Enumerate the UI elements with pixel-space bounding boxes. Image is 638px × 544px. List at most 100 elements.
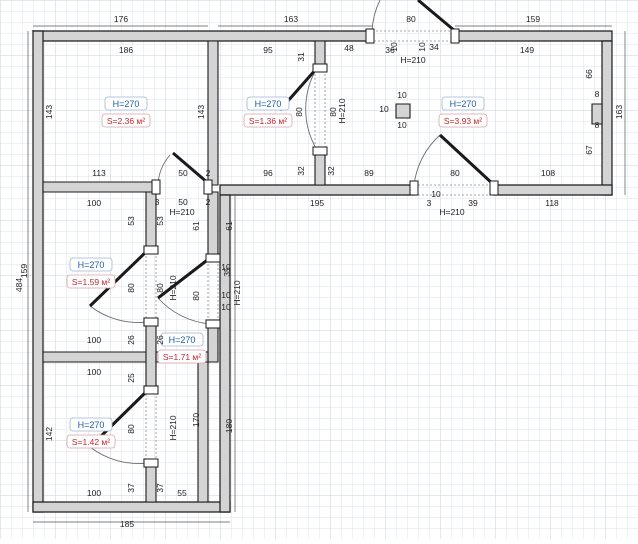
door-leaf-right [438,133,496,187]
dimension-label: 143 [44,105,54,119]
door-leaf-corridor [172,151,209,185]
dimension-label: 10 [389,42,399,52]
dimension-label: 176 [114,14,128,24]
opening-height-label: H=210 [169,207,195,217]
door-leaf-left-mid [88,248,150,308]
area-badge [438,113,488,128]
dimension-label: 80 [328,107,338,117]
jamb [312,63,328,73]
area-badge [66,434,116,449]
dimension-label: 26 [126,335,136,345]
wall-top-right [454,30,613,42]
dimension-label: 80 [294,107,304,117]
wall-stub-right [591,103,603,125]
wall-inner-v3b [145,321,157,391]
dimension-label: 50 [178,168,188,178]
dimension-label: 37 [155,483,165,493]
height-badge [69,417,113,432]
wall-left [32,30,44,513]
jamb [151,179,161,195]
opening-height-label: H=210 [337,98,347,124]
wall-right-bottom [219,184,415,196]
area-badge [101,113,151,128]
dimension-label: 118 [545,198,559,208]
dimension-label: 80 [191,291,201,301]
dimension-label: 100 [87,198,101,208]
dimension-label: 113 [92,168,106,178]
dimension-label: 61 [191,221,201,231]
dimension-label: 53 [126,216,136,226]
dimension-label: 61 [224,221,234,231]
jamb [489,180,499,196]
wall-inner-v5 [197,361,209,503]
dimension-label: 31 [296,52,306,62]
dimension-label: 80 [126,283,136,293]
dimension-label: 142 [44,427,54,441]
door-swing-right [413,134,441,186]
dimension-label: 35 [222,267,232,277]
area-badge [66,274,116,289]
dimension-label: 10 [221,290,231,300]
height-badge [104,96,148,111]
dimension-label: 48 [344,43,354,53]
dimension-label: 50 [178,197,188,207]
dimension-label: 32 [326,166,336,176]
dimension-label: 149 [520,45,534,55]
dimension-label: 484 [14,278,24,292]
wall-lower-right [219,194,231,513]
dimension-label: 163 [614,105,624,119]
height-badge [441,96,485,111]
jamb [365,28,375,44]
dimension-label: 10 [397,90,407,100]
column [395,103,411,119]
room-area-label: S=1.36 м² [249,116,287,126]
room-area-label: S=2.36 м² [107,116,145,126]
room-area-label: S=1.59 м² [72,277,110,287]
wall-right [601,40,613,196]
jamb [409,180,419,196]
area-badge [243,113,293,128]
height-badge [69,257,113,272]
dimension-label: 8 [595,89,600,99]
door-leaf-top [417,0,456,33]
dimension-label: 3 [427,198,432,208]
room-height-label: H=270 [169,335,196,345]
room-height-label: H=270 [113,99,140,109]
opening-height-label: H=210 [168,415,178,441]
dimension-label: 80 [450,168,460,178]
jamb [203,179,213,195]
wall-inner-v4b [207,323,219,363]
dimension-label: 25 [126,373,136,383]
interior-walls [42,40,603,503]
room-height-label: H=270 [450,99,477,109]
dimension-label: 100 [87,335,101,345]
area-badge [157,349,207,364]
dimension-label: 8 [595,120,600,130]
jamb-markers [143,28,499,468]
dimension-label: 2 [206,168,211,178]
dimension-label: 34 [429,42,439,52]
dimension-label: 185 [120,519,134,529]
room-area-label: S=1.71 м² [163,352,201,362]
opening-height-label: H=210 [439,207,465,217]
dimension-label: 36 [385,45,395,55]
dimension-lines [27,25,626,523]
dimension-label: 26 [155,335,165,345]
wall-right-bottom-2 [493,184,613,196]
opening-height-label: H=210 [232,280,242,306]
dimension-label: 163 [284,14,298,24]
wall-inner-v3c [145,462,157,503]
wall-bottom [32,501,231,513]
jamb [205,319,221,329]
jamb [143,317,159,327]
dimension-label: 108 [541,168,555,178]
dimension-label: 32 [296,166,306,176]
dimension-label: 10 [417,42,427,52]
dimension-label: 186 [119,45,133,55]
